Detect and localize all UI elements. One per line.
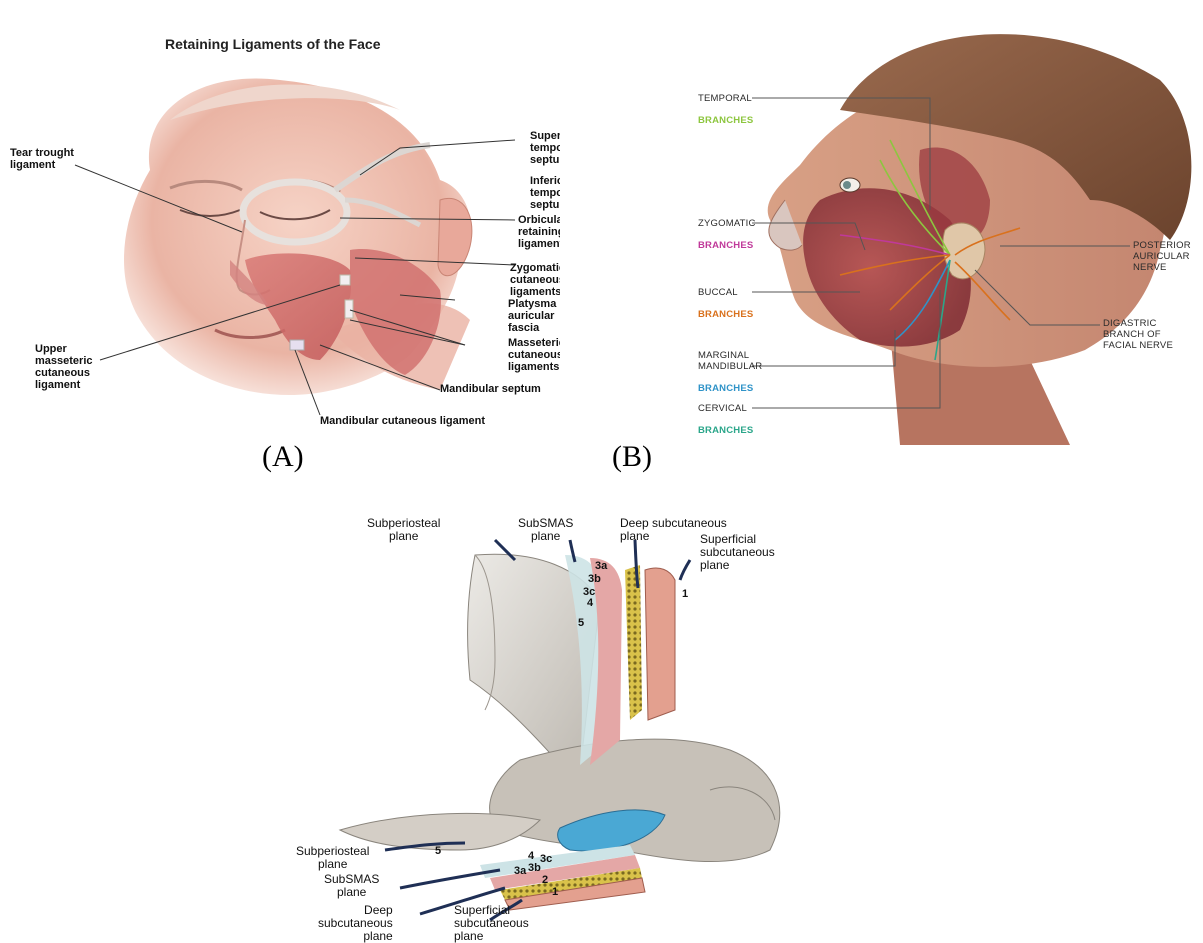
label-marginal-mandibular-branches: MARGINAL MANDIBULAR BRANCHES (698, 339, 762, 394)
label-mandibular-septum: Mandibular septum (440, 383, 541, 395)
label-cervical-branches: CERVICAL BRANCHES (698, 392, 753, 436)
buccal-title: BUCCAL (698, 287, 738, 298)
num-5-bottom: 5 (435, 845, 441, 857)
zygomatic-branches: BRANCHES (698, 240, 753, 251)
cervical-title: CERVICAL (698, 403, 747, 414)
label-subsmas-plane-bottom: SubSMAS plane (324, 873, 379, 899)
label-superficial-subcutaneous-plane-bottom: Superficial subcutaneous plane (454, 904, 529, 943)
num-4: 4 (587, 597, 593, 609)
label-tear-trough: Tear trought ligament (10, 147, 74, 171)
zygomatic-title: ZYGOMATIC (698, 218, 756, 229)
label-mandibular-cutaneous-ligament: Mandibular cutaneous ligament (320, 415, 485, 427)
label-subsmas-plane-top: SubSMAS plane (518, 517, 573, 543)
panel-b-illustration (690, 0, 1203, 445)
panel-a-face-ligaments: Retaining Ligaments of the Face Tear tro… (0, 0, 560, 440)
label-subperiosteal-plane-bottom: Subperiosteal plane (296, 845, 369, 871)
num-2-bottom: 2 (542, 874, 548, 886)
panel-b-facial-nerve: TEMPORAL BRANCHES ZYGOMATIC BRANCHES BUC… (690, 0, 1203, 445)
label-zygomatic-branches: ZYGOMATIC BRANCHES (698, 207, 756, 251)
ear (438, 198, 472, 275)
temporal-branches: BRANCHES (698, 115, 753, 126)
label-masseteric-cutaneous-ligaments: Masseteric cutaneous ligaments (508, 337, 560, 373)
label-posterior-auricular-nerve: POSTERIOR AURICULAR NERVE (1133, 240, 1191, 273)
skin-layer (645, 568, 675, 720)
num-4-bottom: 4 (528, 850, 534, 862)
num-3b: 3b (588, 573, 601, 585)
label-buccal-branches: BUCCAL BRANCHES (698, 276, 753, 320)
label-platysma-auricular-fascia: Platysma auricular fascia (508, 298, 556, 334)
label-zygomatic-cutaneous-ligaments: Zygomatic cutaneous ligaments (510, 262, 560, 298)
num-5: 5 (578, 617, 584, 629)
label-subperiosteal-plane-top: Subperiosteal plane (367, 517, 440, 543)
label-deep-subcutaneous-plane-bottom: Deep subcutaneous plane (318, 904, 393, 943)
marginal-title: MARGINAL MANDIBULAR (698, 350, 762, 372)
label-temporal-branches: TEMPORAL BRANCHES (698, 82, 753, 126)
num-1-bottom: 1 (552, 886, 558, 898)
label-orbicularis-retaining-ligament: Orbicularis retaining ligament (518, 214, 560, 250)
num-3a-bottom: 3a (514, 865, 526, 877)
buccal-branches: BRANCHES (698, 309, 753, 320)
label-superficial-subcutaneous-plane-top: Superficial subcutaneous plane (700, 533, 775, 572)
cervical-branches: BRANCHES (698, 425, 753, 436)
panel-a-title: Retaining Ligaments of the Face (165, 36, 380, 52)
caption-a: (A) (262, 440, 304, 474)
skull-mass (490, 739, 780, 861)
label-superior-temporal-septum: Superior temporal septum (530, 130, 560, 166)
zygomatic-ligament-mark (340, 275, 350, 285)
num-3c-bottom: 3c (540, 853, 552, 865)
label-digastric-branch: DIGASTRIC BRANCH OF FACIAL NERVE (1103, 318, 1173, 351)
temporal-title: TEMPORAL (698, 93, 752, 104)
label-upper-masseteric-ligament: Upper masseteric cutaneous ligament (35, 343, 93, 391)
num-1: 1 (682, 588, 688, 600)
label-inferior-temporal-septum: Inferior temporal septum (530, 175, 560, 211)
caption-b: (B) (612, 440, 652, 474)
num-3a: 3a (595, 560, 607, 572)
deep-fat-layer (625, 565, 642, 720)
num-3b-bottom: 3b (528, 862, 541, 874)
mandibular-ligament-mark (290, 340, 304, 350)
